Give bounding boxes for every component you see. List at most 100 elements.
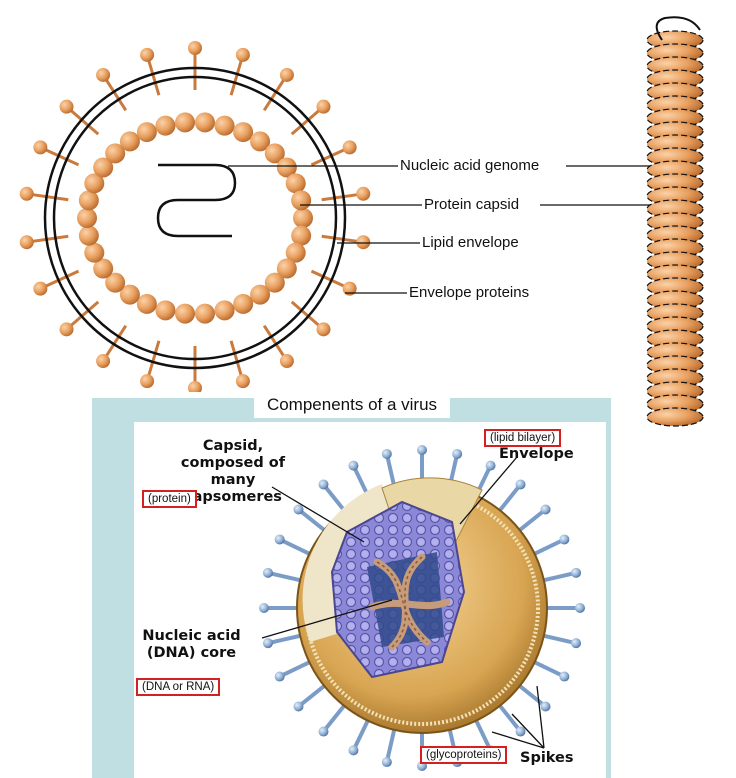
capsid-bead: [93, 157, 114, 178]
glycoprotein-knob: [571, 638, 582, 649]
lipid-envelope-inner: [52, 75, 338, 361]
capsid-bead: [250, 131, 271, 152]
helix-rna-tail: [655, 16, 701, 41]
capsid-bead: [105, 143, 126, 164]
envelope-protein-knob: [188, 41, 202, 55]
envelope-protein-knob: [356, 235, 371, 250]
glycoprotein-stalk: [529, 537, 566, 558]
pointer-core: [261, 599, 393, 639]
capsid-bead: [93, 258, 114, 279]
glycoprotein-stalk: [297, 507, 330, 535]
glycoprotein-stalk: [472, 715, 493, 752]
glycoprotein-stalk: [384, 724, 398, 763]
capsid-bead: [214, 300, 235, 321]
glycoprotein-knob: [540, 504, 551, 515]
label-envelope: Envelope: [499, 446, 574, 462]
helical-virus: [646, 30, 704, 427]
glycoprotein-knob: [381, 757, 392, 768]
envelope-protein-knob: [235, 374, 250, 389]
glycoprotein-stalk: [267, 632, 306, 646]
box-lipid-bilayer: (lipid bilayer): [484, 429, 562, 447]
envelope-protein-knob: [316, 99, 331, 114]
envelope-protein-knob: [19, 186, 34, 201]
capsid-bead: [285, 173, 306, 194]
envelope-protein-knob: [96, 67, 111, 82]
envelope-protein-knob: [356, 186, 371, 201]
envelope-protein-knob: [235, 47, 250, 62]
capsid-bead: [233, 122, 254, 143]
capsid-bead: [136, 122, 157, 143]
capsid-bead: [105, 272, 126, 293]
capsid-bead: [250, 284, 271, 305]
glycoprotein-knob: [293, 504, 304, 515]
capsid-bead: [194, 303, 215, 324]
envelope-protein-knob: [342, 140, 357, 155]
glycoprotein-knob: [274, 671, 285, 682]
pointer-spike-2: [511, 713, 545, 749]
envelope-protein-knob: [279, 67, 294, 82]
capsid-bead: [291, 190, 312, 211]
glycoprotein-stalk: [495, 483, 523, 516]
helix-coil: [646, 407, 704, 427]
label-capsid: Capsid, composed of many capsomeres: [180, 438, 286, 505]
glycoprotein-knob: [348, 745, 359, 756]
glycoprotein-knob: [559, 534, 570, 545]
glycoprotein-knob: [559, 671, 570, 682]
glycoprotein-knob: [540, 701, 551, 712]
label-spikes: Spikes: [520, 750, 574, 766]
envelope-protein-knob: [279, 354, 294, 369]
enveloped-virus-schematic: [19, 16, 704, 427]
lipid-envelope-outer: [43, 66, 347, 370]
glycoprotein-knob: [571, 567, 582, 578]
capsid-bead: [264, 143, 285, 164]
capsid-bead: [84, 242, 105, 263]
capsid-bead: [214, 115, 235, 136]
virus-cutaway-illustration: [259, 445, 585, 771]
box-glycoproteins: (glycoproteins): [420, 746, 508, 764]
dna-core-shade: [376, 556, 428, 648]
glycoprotein-knob: [381, 448, 392, 459]
virus-components-panel: Compenents of a virus: [92, 392, 611, 778]
glycoprotein-stalk: [538, 632, 577, 646]
label-nucleic-acid-genome: Nucleic acid genome: [398, 157, 542, 174]
capsid-bead: [276, 258, 297, 279]
capsid-bead: [78, 225, 99, 246]
box-dna-or-rna: (DNA or RNA): [136, 678, 221, 696]
capsid-bead: [175, 112, 196, 133]
pointer-capsid: [271, 486, 365, 543]
glycoprotein-stalk: [278, 658, 315, 679]
envelope-protein-knob: [33, 281, 48, 296]
capsid-bead: [77, 208, 97, 228]
pointer-envelope: [459, 456, 518, 525]
envelope-protein-knob: [188, 381, 202, 395]
envelope-protein-knob: [342, 281, 357, 296]
envelope-protein-knob: [140, 374, 155, 389]
envelope-protein-knob: [96, 354, 111, 369]
capsid-bead: [119, 131, 140, 152]
glycoprotein-knob: [318, 479, 329, 490]
capsid-bead: [175, 303, 196, 324]
glycoprotein-stalk: [514, 507, 547, 535]
capsid-bead: [291, 225, 312, 246]
capsid-bead: [293, 208, 313, 228]
label-envelope-proteins: Envelope proteins: [407, 284, 532, 301]
capsid-bead: [155, 300, 176, 321]
capsid-bead: [119, 284, 140, 305]
protein-capsid: [77, 112, 313, 324]
glycoprotein-knob: [575, 603, 585, 613]
glycoprotein-knob: [293, 701, 304, 712]
glycoprotein-knob: [452, 448, 463, 459]
glycoprotein-stalk: [351, 715, 372, 752]
label-lipid-envelope: Lipid envelope: [420, 234, 521, 251]
glycoprotein-stalk: [321, 700, 349, 733]
envelope-protein-knob: [33, 140, 48, 155]
envelope-protein-knob: [140, 47, 155, 62]
label-protein-capsid: Protein capsid: [422, 196, 522, 213]
glycoprotein-stalk: [267, 570, 306, 584]
capsid-bead: [233, 293, 254, 314]
glycoprotein-stalk: [529, 658, 566, 679]
capsid-bead: [285, 242, 306, 263]
panel-title: Compenents of a virus: [254, 392, 450, 418]
glycoprotein-knob: [262, 638, 273, 649]
capsid-bead: [84, 173, 105, 194]
